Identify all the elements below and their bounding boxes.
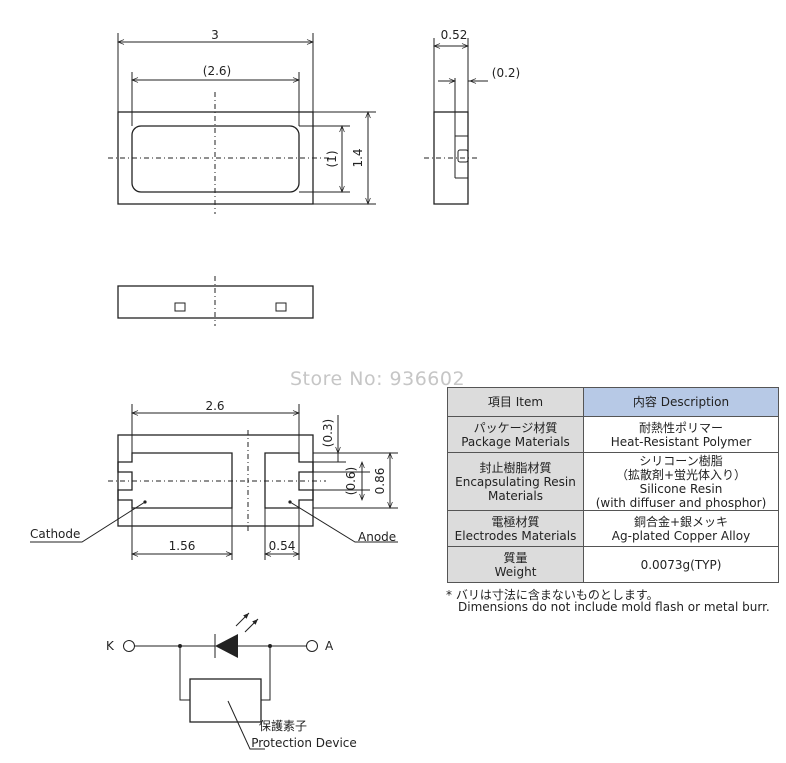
item-en: Weight (494, 564, 537, 579)
dim-top-width: 3 (211, 28, 219, 42)
item-jp: 質量 (503, 550, 528, 565)
dim-bottom-pad-height: (0.6) (344, 467, 358, 495)
anode-label: Anode (358, 530, 396, 544)
dim-bottom-pad-top: (0.3) (321, 419, 335, 447)
desc-en: Ag-plated Copper Alloy (611, 528, 751, 543)
table-header-desc: 内容 Description (583, 387, 779, 417)
dim-top-height: 1.4 (351, 148, 365, 167)
desc-jp: 耐熱性ポリマー (638, 420, 723, 435)
dim-side-width: 0.52 (441, 28, 468, 42)
led-diode-icon (215, 634, 238, 658)
bottom-view: 2.6 (0.3) (0.6) 0.86 1.56 0.54 Cathode A… (30, 399, 398, 560)
desc-jp: 銅合金+銀メッキ (633, 514, 729, 529)
desc-en: Heat-Resistant Polymer (610, 434, 752, 449)
dim-bottom-width: 2.6 (205, 399, 224, 413)
desc-jp: シリコーン樹脂 (639, 453, 723, 468)
front-view (117, 276, 314, 326)
desc: 0.0073g(TYP) (640, 557, 722, 572)
side-view: 0.52 (0.2) (424, 28, 520, 205)
dim-top-inner-width: (2.6) (203, 64, 231, 78)
desc-jp-2: （拡散剤+蛍光体入り） (615, 467, 747, 482)
protection-label-jp: 保護素子 (259, 718, 307, 733)
note-line-2: Dimensions do not include mold flash or … (458, 600, 770, 614)
cathode-label: Cathode (30, 527, 80, 541)
dim-side-lip: (0.2) (492, 66, 520, 80)
terminal-k-label: K (106, 639, 115, 653)
dim-top-inner-height: (1) (325, 151, 339, 168)
item-en: Electrodes Materials (454, 528, 577, 543)
circuit-schematic: K A 保護素子 Protection Device (106, 612, 357, 750)
item-jp: 封止樹脂材質 (479, 460, 552, 475)
item-en: Encapsulating Resin (455, 474, 576, 489)
table-header-item: 項目 Item (447, 387, 584, 417)
dim-bottom-height: 0.86 (373, 468, 387, 495)
desc-en-2: (with diffuser and phosphor) (595, 495, 767, 510)
note-line-1: * バリは寸法に含まないものとします。 (446, 588, 659, 602)
dim-cathode-pad: 1.56 (169, 539, 196, 553)
dim-anode-pad: 0.54 (269, 539, 296, 553)
item-jp: 電極材質 (491, 514, 540, 529)
item-jp: パッケージ材質 (473, 420, 558, 435)
item-en: Package Materials (461, 434, 570, 449)
top-view: 3 (2.6) (1) 1.4 (108, 28, 376, 214)
item-en-2: Materials (487, 488, 543, 503)
protection-label-en: Protection Device (251, 736, 357, 750)
terminal-a-label: A (325, 639, 334, 653)
watermark: Store No: 936602 (290, 368, 466, 390)
desc-en: Silicone Resin (639, 481, 723, 496)
protection-device-box (189, 678, 262, 723)
